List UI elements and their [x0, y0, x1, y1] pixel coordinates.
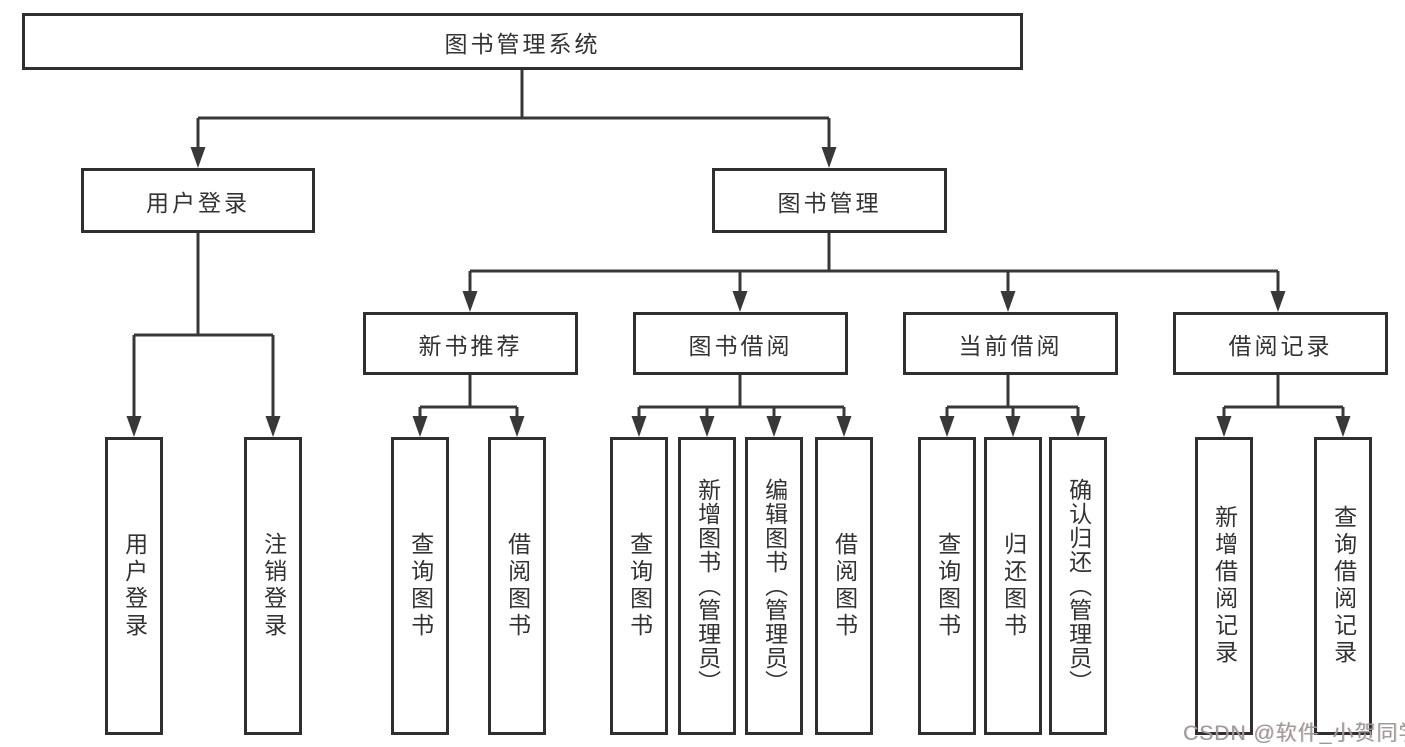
node-label: 当前借阅: [958, 332, 1063, 359]
node-label: 图书借阅: [688, 332, 793, 359]
node-label: 新增图书（管理员）: [694, 478, 721, 694]
node-label: 查询图书: [934, 532, 961, 640]
node-label: 借阅图书: [504, 532, 531, 640]
csdn-watermark: CSDN @软件_小贺同学: [1183, 722, 1405, 745]
node-label: 确认归还（管理员）: [1065, 478, 1092, 694]
leaf-add-borrow-record: 新增借阅记录: [1195, 437, 1253, 735]
node-label: 注销登录: [260, 532, 287, 640]
node-label: 借阅图书: [831, 532, 858, 640]
node-root-library-system: 图书管理系统: [22, 13, 1023, 70]
leaf-query-borrow-record: 查询借阅记录: [1314, 437, 1372, 735]
node-label: 图书管理系统: [444, 30, 601, 57]
leaf-query-books-2: 查询图书: [610, 437, 668, 735]
node-current-borrow: 当前借阅: [903, 312, 1118, 375]
leaf-borrow-books-2: 借阅图书: [815, 437, 873, 735]
node-label: 查询图书: [626, 532, 653, 640]
node-book-management-branch: 图书管理: [712, 168, 947, 233]
node-book-borrow: 图书借阅: [633, 312, 848, 375]
leaf-user-login: 用户登录: [105, 437, 163, 735]
leaf-confirm-return-admin: 确认归还（管理员）: [1049, 437, 1107, 735]
node-label: 借阅记录: [1228, 332, 1333, 359]
node-label: 用户登录: [146, 189, 250, 216]
arrowhead-icons: [126, 147, 1351, 437]
node-label: 编辑图书（管理员）: [761, 478, 788, 694]
node-label: 新书推荐: [418, 332, 523, 359]
node-borrow-records: 借阅记录: [1173, 312, 1388, 375]
node-label: 新增借阅记录: [1211, 505, 1238, 667]
leaf-borrow-books-1: 借阅图书: [488, 437, 546, 735]
leaf-query-books-1: 查询图书: [391, 437, 449, 735]
node-label: 查询借阅记录: [1330, 505, 1357, 667]
leaf-add-books-admin: 新增图书（管理员）: [678, 437, 736, 735]
leaf-return-books: 归还图书: [984, 437, 1042, 735]
node-label: 图书管理: [777, 189, 882, 216]
leaf-logout: 注销登录: [244, 437, 302, 735]
node-label: 查询图书: [407, 532, 434, 640]
leaf-edit-books-admin: 编辑图书（管理员）: [745, 437, 803, 735]
node-label: 归还图书: [1000, 532, 1027, 640]
node-user-login-branch: 用户登录: [81, 168, 315, 233]
leaf-query-books-3: 查询图书: [918, 437, 976, 735]
node-new-book-recommend: 新书推荐: [363, 312, 578, 375]
node-label: 用户登录: [121, 532, 148, 640]
